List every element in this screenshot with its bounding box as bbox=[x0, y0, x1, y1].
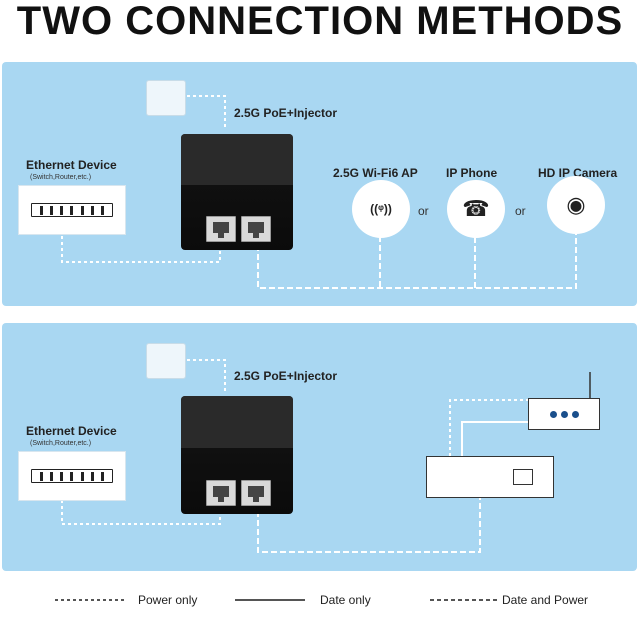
access-point-icon bbox=[528, 398, 600, 430]
poe-injector-1 bbox=[181, 134, 293, 250]
poe-injector-2 bbox=[181, 396, 293, 514]
router-power-wire bbox=[449, 399, 528, 456]
rj45-data-port bbox=[206, 216, 236, 242]
data-power-wire-2 bbox=[257, 498, 481, 553]
data-wire-1 bbox=[61, 236, 221, 263]
ethernet-switch-1 bbox=[18, 185, 126, 235]
or-text-1: or bbox=[418, 204, 429, 218]
legend-data-only: Date only bbox=[320, 593, 371, 607]
legend-power-only: Power only bbox=[138, 593, 198, 607]
ethernet-device-label-1: Ethernet Device bbox=[26, 158, 117, 172]
rj45-poe-port-2 bbox=[241, 480, 271, 506]
router-to-ap-wire bbox=[461, 412, 531, 456]
ip-phone-icon: ☎ bbox=[447, 180, 505, 238]
power-wire-1 bbox=[187, 95, 226, 128]
power-socket-icon bbox=[146, 80, 186, 116]
rj45-poe-port bbox=[241, 216, 271, 242]
poe-device-icon bbox=[426, 456, 554, 498]
wifi-ap-icon: ((ᵠ)) bbox=[352, 180, 410, 238]
injector-label-1: 2.5G PoE+Injector bbox=[234, 106, 338, 120]
device-label-phone: IP Phone bbox=[446, 166, 498, 180]
device-label-ap: 2.5G Wi-Fi6 AP bbox=[333, 166, 418, 180]
connection-panel-2 bbox=[2, 323, 637, 571]
connection-panel-1 bbox=[2, 62, 637, 306]
ip-camera-icon: ◉ bbox=[547, 176, 605, 234]
device-label-camera: HD IP Camera bbox=[538, 166, 618, 180]
router-port-icon bbox=[513, 469, 533, 485]
ethernet-device-sub-1: (Switch,Router,etc.) bbox=[30, 174, 92, 181]
injector-label-2: 2.5G PoE+Injector bbox=[234, 369, 338, 383]
power-wire-2 bbox=[187, 359, 226, 392]
ethernet-device-label-2: Ethernet Device bbox=[26, 424, 117, 438]
data-power-wire-1 bbox=[257, 228, 577, 289]
rj45-data-port-2 bbox=[206, 480, 236, 506]
legend-data-and-power: Date and Power bbox=[502, 593, 589, 607]
ethernet-switch-2 bbox=[18, 451, 126, 501]
power-socket-icon-2 bbox=[146, 343, 186, 379]
or-text-2: or bbox=[515, 204, 526, 218]
page-title: TWO CONNECTION METHODS bbox=[16, 0, 624, 43]
ethernet-device-sub-2: (Switch,Router,etc.) bbox=[30, 440, 92, 447]
